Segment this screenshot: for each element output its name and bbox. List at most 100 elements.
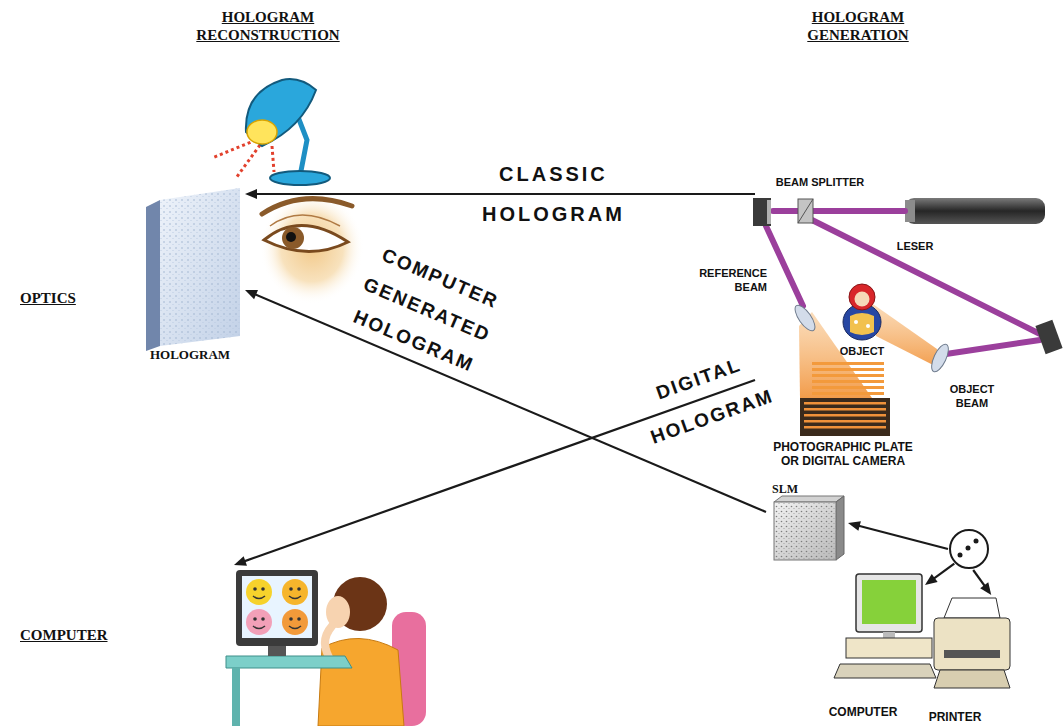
user-workstation	[228, 565, 428, 726]
arrow-head	[245, 290, 258, 299]
arrow-connector	[973, 570, 991, 595]
computer-icon	[834, 664, 936, 678]
desk-lamp	[212, 140, 256, 158]
row-heading: OPTICS	[20, 289, 76, 307]
viewer-eye	[270, 215, 340, 226]
user-at-computer	[253, 587, 257, 591]
desk-lamp	[247, 120, 277, 144]
recording-setup-drawing	[812, 374, 884, 377]
recording-setup-drawing	[812, 208, 905, 214]
desk-lamp	[272, 146, 274, 172]
connector-line	[973, 570, 985, 587]
user-at-computer	[253, 596, 265, 599]
recording-setup-drawing	[766, 226, 803, 306]
viewer-eye	[262, 199, 352, 214]
printer-icon	[934, 670, 1010, 688]
computer-icon	[862, 580, 916, 624]
viewer-eye	[286, 232, 296, 242]
viewer-eye	[260, 192, 364, 304]
column-heading: HOLOGRAM RECONSTRUCTION	[196, 8, 339, 44]
recording-setup-drawing	[812, 392, 884, 395]
desk-lamp	[236, 145, 260, 178]
connector-line	[255, 193, 755, 195]
user-at-computer	[289, 587, 293, 591]
recording-setup-drawing	[812, 386, 884, 389]
user-at-computer	[253, 626, 265, 629]
user-at-computer	[236, 570, 318, 646]
hologram-plate-drawing	[146, 188, 240, 351]
hologram-plate: HOLOGRAM	[140, 185, 245, 370]
switch-dot	[966, 546, 971, 551]
arrow-head	[925, 574, 938, 585]
user-at-computer	[246, 609, 272, 635]
user-at-computer	[268, 646, 286, 656]
user-at-computer	[289, 596, 301, 599]
part-name: OBJECT BEAM	[950, 382, 995, 410]
recording-setup-drawing	[905, 198, 1045, 224]
hologram-plate-drawing	[160, 188, 240, 346]
recording-setup-drawing	[850, 313, 874, 335]
recording-setup-drawing	[812, 362, 884, 365]
part-name: OBJECT	[840, 345, 885, 358]
switch-outline	[950, 530, 988, 568]
recording-setup-drawing	[928, 342, 952, 374]
user-at-computer	[282, 579, 308, 605]
slm-panel	[774, 502, 836, 560]
slm-panel	[774, 502, 836, 560]
arrow-head	[980, 582, 991, 595]
recording-setup-drawing	[773, 208, 798, 214]
user-at-computer	[246, 579, 272, 605]
desk-lamp	[246, 79, 316, 146]
recording-setup-drawing	[854, 320, 858, 324]
recording-setup-drawing	[812, 368, 884, 371]
part-name: LESER	[897, 240, 934, 253]
recording-setup-drawing	[870, 302, 941, 369]
computer-icon	[834, 574, 936, 678]
printer-icon	[934, 618, 1010, 670]
arrow-head	[245, 189, 257, 199]
user-at-computer	[297, 587, 301, 591]
viewer-eye	[282, 227, 304, 249]
recording-setup-drawing	[791, 302, 818, 333]
device-label: PRINTER	[929, 710, 982, 724]
computer-icon	[883, 632, 895, 638]
user-at-computer	[282, 609, 308, 635]
recording-setup-drawing	[866, 324, 870, 328]
user-at-computer	[261, 587, 265, 591]
column-heading: HOLOGRAM GENERATION	[807, 8, 908, 44]
recording-setup-drawing	[1035, 320, 1062, 354]
edge-label: CLASSIC HOLOGRAM	[482, 154, 625, 234]
recording-setup-drawing	[946, 340, 1040, 354]
edge-label: DIGITAL HOLOGRAM	[631, 339, 779, 458]
switch-dot	[958, 553, 963, 558]
slm-panel	[836, 496, 844, 560]
user-at-computer	[318, 638, 404, 726]
slm-panel	[774, 496, 844, 502]
arrow-head	[848, 521, 861, 531]
recording-setup-drawing	[804, 414, 886, 417]
computer: COMPUTER	[825, 570, 925, 721]
slm-device: SLM	[766, 482, 848, 564]
computer-icon	[846, 638, 932, 658]
recording-setup-drawing	[753, 198, 771, 226]
user-at-computer	[261, 617, 265, 621]
recording-setup-drawing	[855, 292, 870, 307]
user-at-computer	[297, 617, 301, 621]
connector-line	[858, 526, 948, 549]
row-heading: COMPUTER	[20, 626, 108, 644]
device-label: SLM	[772, 482, 798, 496]
arrow-connector	[848, 521, 948, 549]
printer: PRINTER	[920, 595, 1015, 726]
recording-setup-drawing	[798, 199, 813, 223]
plate-label: HOLOGRAM	[150, 347, 230, 363]
viewer-eye	[264, 225, 348, 251]
arrow-connector	[245, 189, 755, 199]
user-at-computer	[226, 570, 426, 726]
user-at-computer	[289, 617, 293, 621]
slm-panel	[774, 496, 844, 560]
computer-icon	[856, 574, 922, 632]
arrow-connector	[925, 564, 954, 585]
connector-line	[933, 564, 954, 580]
